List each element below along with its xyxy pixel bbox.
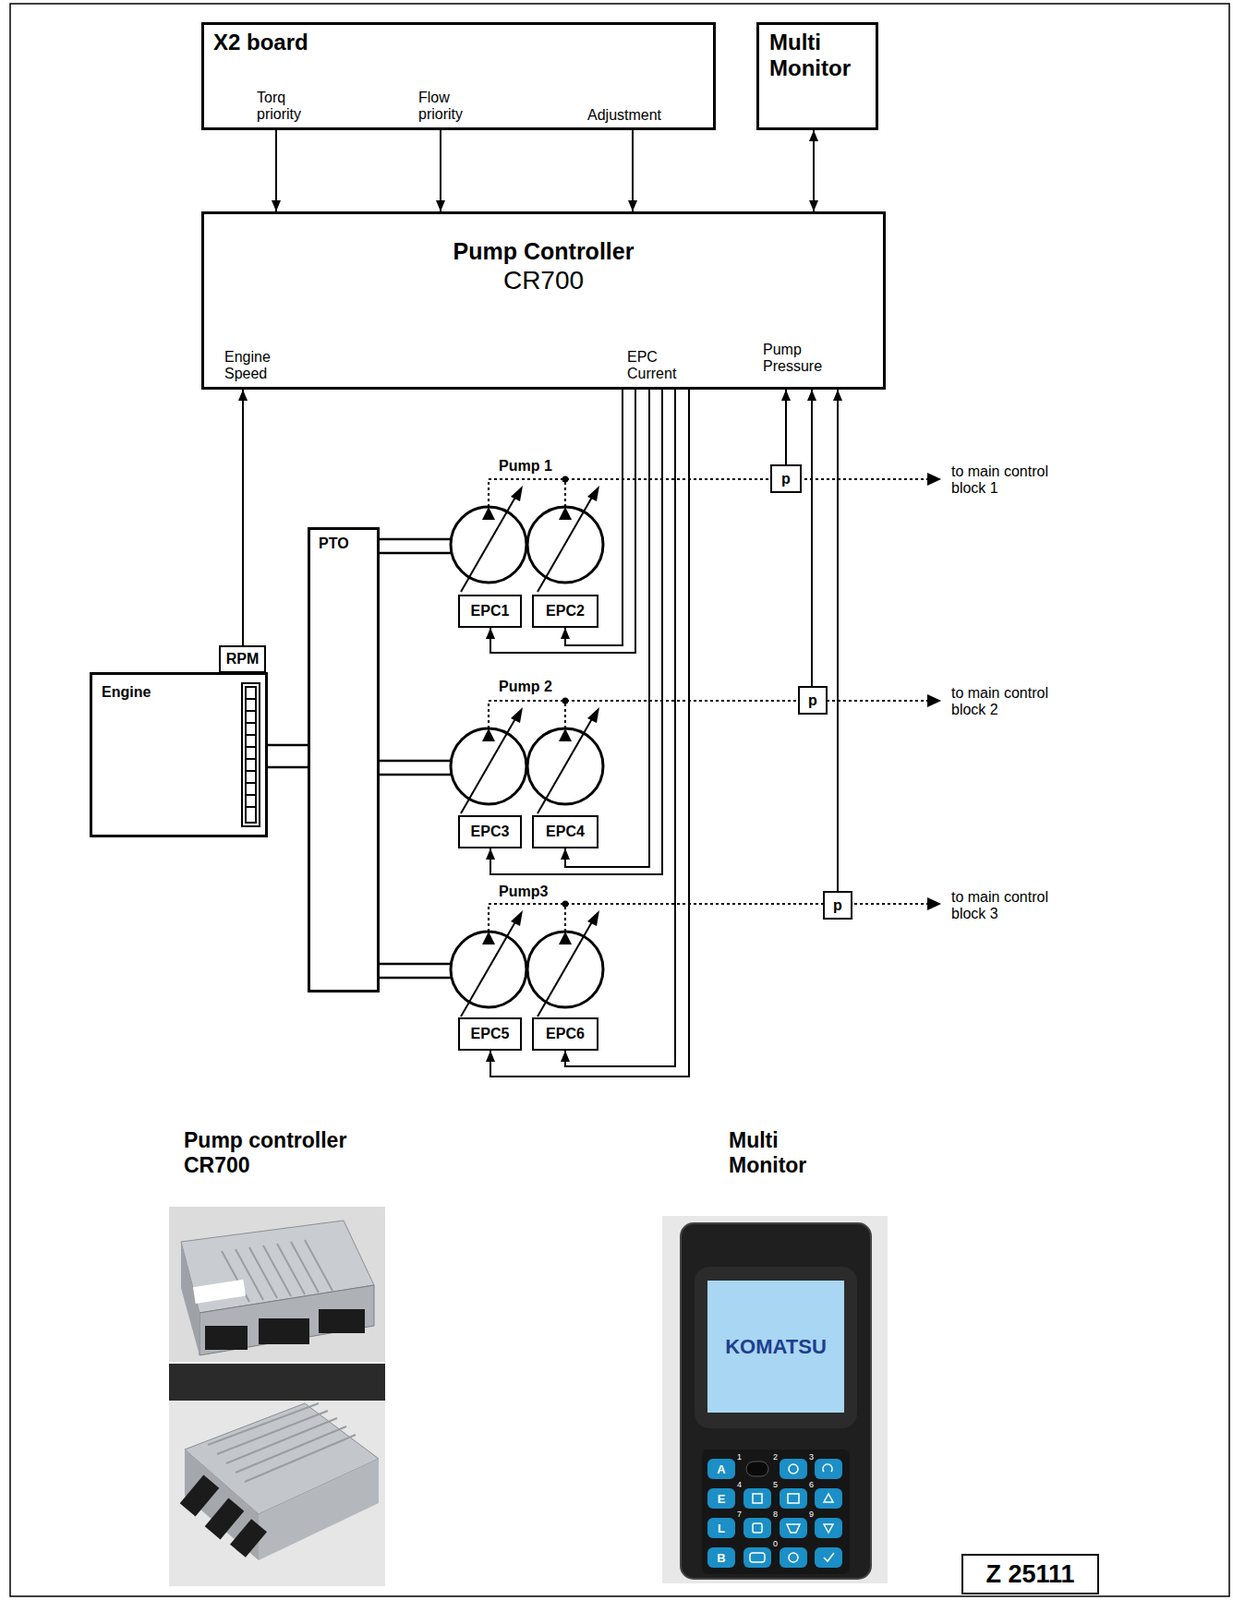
key-letter: A: [716, 1462, 726, 1477]
node-title: Engine: [101, 684, 151, 702]
key-number: 3: [809, 1452, 814, 1463]
pump-label: Pump 1: [498, 458, 553, 475]
signal-line: [810, 389, 813, 687]
destination-note: to main control block 2: [951, 685, 1072, 719]
key-letter: B: [716, 1551, 726, 1566]
signal-line: [785, 389, 787, 465]
solenoid-box: EPC5: [458, 1017, 522, 1052]
node-title: Pump Controller: [204, 238, 883, 266]
signal-line: [275, 130, 278, 212]
solenoid-box: EPC3: [458, 815, 522, 849]
solenoid-box: EPC6: [531, 1017, 599, 1052]
key-letter: E: [717, 1492, 726, 1507]
photo-caption: Multi Monitor: [728, 1128, 807, 1179]
screen-logo: KOMATSU: [725, 1335, 827, 1360]
key-number: 5: [773, 1480, 778, 1490]
node-title: X2 board: [213, 29, 309, 56]
monitor-box: Multi Monitor: [756, 22, 879, 131]
node-title: EPC5: [471, 1026, 510, 1043]
key-number: 6: [809, 1480, 814, 1490]
node-text: Flow priority: [418, 89, 463, 123]
node-title: PTO: [318, 535, 350, 553]
pressure-sensor: p: [797, 686, 828, 715]
destination-note: to main control block 1: [951, 463, 1072, 497]
sensor-box: RPM: [218, 645, 266, 674]
solenoid-box: EPC1: [458, 594, 522, 629]
signal-line: [439, 130, 442, 212]
node-text: EPC Current: [627, 349, 677, 383]
signal-line: [490, 389, 690, 1077]
figure-number: Z 25111: [961, 1554, 1100, 1596]
destination-note: to main control block 3: [951, 889, 1072, 923]
node-text: Adjustment: [587, 107, 662, 124]
key-number: 0: [773, 1539, 778, 1549]
pump-label: Pump3: [498, 883, 548, 901]
signal-line: [565, 389, 650, 868]
node-text: Pump Pressure: [762, 341, 822, 375]
engine-box: Engine: [89, 672, 268, 838]
node-title: p: [781, 471, 791, 488]
controller-box: Pump ControllerCR700Engine Speed EPC Curr…: [201, 211, 886, 390]
page-frame: [10, 3, 1230, 1597]
signal-line: [490, 389, 663, 875]
pressure-sensor: p: [822, 891, 853, 920]
node-title: Z 25111: [985, 1560, 1075, 1590]
signal-line: [631, 130, 634, 212]
solenoid-box: EPC2: [531, 594, 599, 629]
pto-box: PTO: [307, 527, 380, 993]
flywheel: [241, 683, 260, 827]
signal-line: [241, 389, 244, 646]
key-number: 8: [773, 1510, 778, 1520]
node-title: p: [833, 897, 843, 915]
node-title: EPC3: [471, 823, 510, 841]
key-letter: L: [717, 1522, 726, 1536]
node-title: EPC6: [545, 1026, 585, 1043]
key-number: 7: [737, 1510, 742, 1520]
node-text: Torq priority: [256, 89, 302, 123]
node-title: EPC4: [545, 823, 585, 841]
node-title: RPM: [226, 651, 260, 668]
pressure-sensor: p: [770, 464, 802, 494]
pump-pair: [379, 694, 942, 814]
pump-pair: [379, 897, 942, 1017]
node-title: EPC1: [471, 603, 510, 620]
pump-label: Pump 2: [498, 678, 553, 696]
pump-pair: [379, 472, 942, 593]
node-title: EPC2: [545, 603, 585, 620]
key-number: 4: [737, 1480, 742, 1490]
node-text: Engine Speed: [224, 349, 271, 383]
board-box: X2 boardTorq priority Flow priorityAdjust…: [201, 22, 716, 131]
node-title: Multi Monitor: [769, 29, 851, 82]
key-number: 2: [773, 1452, 778, 1463]
key-number: 1: [737, 1452, 742, 1463]
node-title: p: [808, 692, 818, 710]
signal-line: [812, 130, 815, 212]
signal-line: [836, 389, 839, 892]
drive-shaft: [267, 745, 308, 768]
signal-line: [565, 389, 676, 1067]
node-text: CR700: [204, 265, 883, 296]
monitor-photo: [662, 1216, 888, 1584]
photo-caption: Pump controller CR700: [183, 1128, 369, 1179]
signal-line: [490, 389, 636, 653]
key-number: 9: [809, 1510, 814, 1520]
solenoid-box: EPC4: [531, 815, 599, 849]
controller-photo: [169, 1207, 386, 1587]
